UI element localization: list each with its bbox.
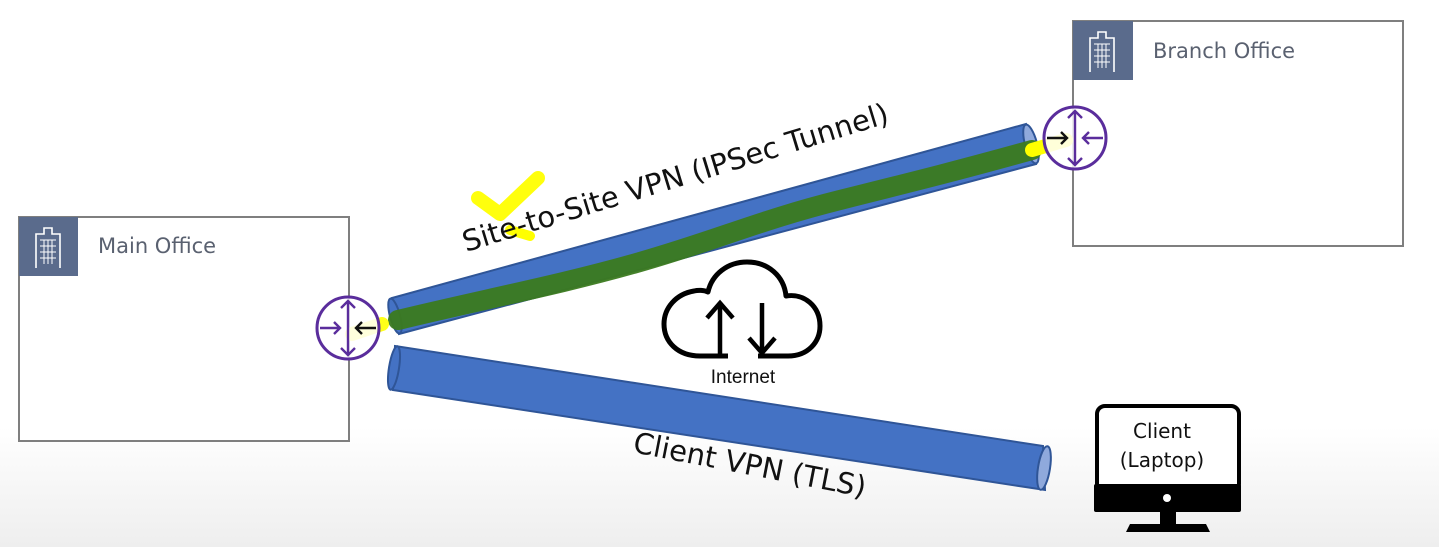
internet-label: Internet [711,367,776,388]
main-office-label: Main Office [98,234,216,258]
cloud-upload-download-icon [661,259,823,359]
branch-office-box: Branch Office [1072,20,1404,247]
highlight-dash [505,225,535,241]
laptop-icon [1094,404,1241,532]
main-office-box: Main Office [18,216,350,442]
client-label-line1: Client [1133,419,1191,443]
tunnel-highlight [388,140,1042,330]
building-icon [1073,21,1133,80]
client-label-line2: (Laptop) [1120,448,1204,472]
router-icon [1042,105,1108,171]
highlight-checkmark [471,171,545,221]
building-icon [19,217,78,276]
client-vpn-tunnel [386,344,1052,492]
branch-office-label: Branch Office [1153,39,1295,63]
router-icon [315,295,381,361]
